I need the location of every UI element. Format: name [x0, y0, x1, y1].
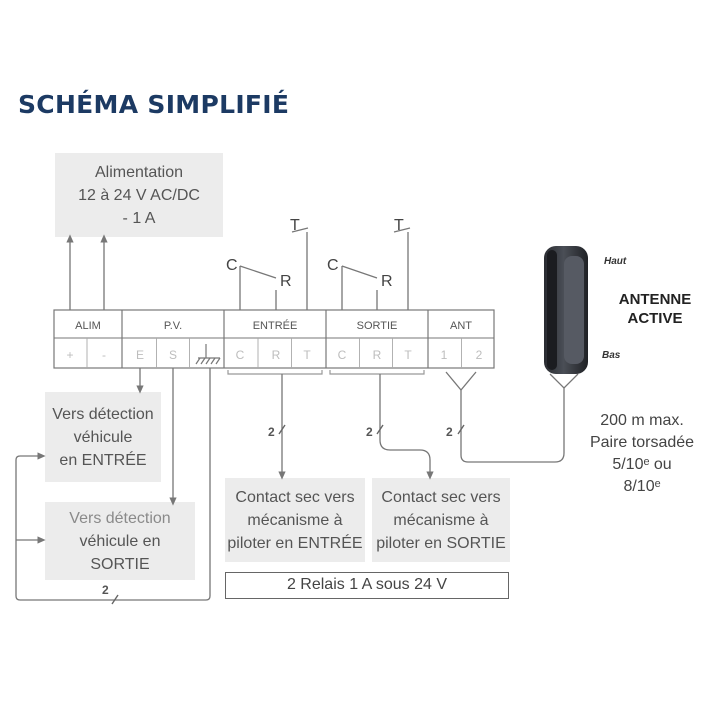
relay-exit-r-label: R	[381, 273, 393, 290]
detection-exit-line: véhicule en	[79, 532, 161, 550]
terminal-group-header: P.V.	[164, 320, 182, 332]
wire-count-label: 2	[366, 425, 373, 439]
power-supply-line: Alimentation	[94, 163, 184, 181]
antenna-bottom-label: Bas	[602, 350, 621, 361]
terminal-pin-label: E	[136, 348, 144, 362]
power-supply-line: - 1 A	[122, 209, 156, 227]
cable-note-line: 200 m max.	[600, 412, 684, 429]
terminal-pin-label: 1	[441, 348, 448, 362]
terminal-pin-label: C	[338, 348, 347, 362]
terminal-pin-label: 2	[476, 348, 483, 362]
relay-exit-contact	[341, 227, 411, 310]
relay-entry-t-label: T	[290, 217, 300, 234]
terminal-pin-labels: + - E S C R T C R T 1 2	[66, 348, 482, 362]
terminal-pin-label: S	[169, 348, 177, 362]
detection-exit-line: Vers détection	[69, 509, 171, 527]
terminal-pin-label: R	[373, 348, 382, 362]
wire-count-label: 2	[102, 583, 109, 597]
relays-label: 2 Relais 1 A sous 24 V	[225, 572, 509, 599]
cable-note-line: 8/10ᵉ	[623, 478, 661, 495]
contact-exit-line: mécanisme à	[393, 511, 489, 529]
detection-exit-line: SORTIE	[90, 555, 150, 573]
detection-exit-box: Vers détection véhicule en SORTIE	[45, 502, 195, 580]
detection-entry-line: en ENTRÉE	[59, 451, 147, 469]
wire-contact-exit	[379, 374, 434, 480]
relay-exit-t-label: T	[394, 217, 404, 234]
antenna-top-label: Haut	[604, 256, 627, 267]
contact-exit-line: piloter en SORTIE	[376, 534, 506, 552]
wire-antenna-fork-top	[549, 373, 579, 389]
wire-count-label: 2	[268, 425, 275, 439]
wire-slash	[111, 594, 119, 605]
terminal-block	[53, 309, 495, 369]
wire-antenna-fork	[445, 371, 477, 392]
contact-exit-box: Contact sec vers mécanisme à piloter en …	[372, 478, 510, 562]
terminal-pin-label: R	[272, 348, 281, 362]
power-supply-line: 12 à 24 V AC/DC	[78, 186, 200, 204]
bracket-exit	[329, 370, 425, 375]
contact-entry-box: Contact sec vers mécanisme à piloter en …	[225, 478, 365, 562]
cable-note: 200 m max. Paire torsadée 5/10ᵉ ou 8/10ᵉ	[578, 410, 706, 498]
bracket-entry	[227, 370, 323, 375]
relay-entry-r-label: R	[280, 273, 292, 290]
terminal-pin-label: -	[102, 348, 106, 362]
contact-entry-line: Contact sec vers	[235, 488, 355, 506]
terminal-pin-label: T	[404, 348, 412, 362]
antenna-label-line: ACTIVE	[627, 310, 683, 327]
detection-entry-box: Vers détection véhicule en ENTRÉE	[45, 392, 161, 482]
terminal-group-header: ALIM	[75, 320, 101, 332]
cable-note-line: 5/10ᵉ ou	[612, 456, 672, 473]
terminal-group-header: SORTIE	[357, 320, 398, 332]
wire-slash	[457, 424, 465, 435]
detection-entry-line: Vers détection	[52, 405, 154, 423]
wire-antenna	[460, 388, 565, 463]
terminal-group-dividers	[86, 310, 462, 368]
terminal-group-header: ENTRÉE	[253, 319, 298, 332]
ground-icon	[195, 344, 221, 365]
terminal-group-header: ANT	[450, 320, 472, 332]
relay-entry-c-label: C	[226, 257, 238, 274]
power-supply-box: Alimentation 12 à 24 V AC/DC - 1 A	[55, 153, 223, 237]
terminal-pin-label: +	[66, 348, 73, 362]
relay-entry-contact	[239, 227, 309, 310]
contact-exit-line: Contact sec vers	[381, 488, 501, 506]
contact-entry-line: piloter en ENTRÉE	[227, 534, 363, 552]
cable-note-line: Paire torsadée	[589, 434, 695, 451]
wire-ground-loop	[15, 368, 211, 601]
terminal-pin-label: T	[303, 348, 311, 362]
wire-count-label: 2	[446, 425, 453, 439]
antenna-label-line: ANTENNE	[618, 291, 692, 308]
relay-exit-c-label: C	[327, 257, 339, 274]
contact-entry-line: mécanisme à	[247, 511, 343, 529]
antenna-device-icon	[544, 246, 588, 374]
antenna-label: ANTENNE ACTIVE	[600, 290, 710, 328]
terminal-pin-label: C	[236, 348, 245, 362]
wire-slash	[278, 424, 286, 435]
wire-slash	[376, 424, 384, 435]
detection-entry-line: véhicule	[73, 428, 133, 446]
terminal-group-headers: ALIM P.V. ENTRÉE SORTIE ANT	[75, 319, 472, 332]
diagram-title: SCHÉMA SIMPLIFIÉ	[18, 90, 290, 119]
